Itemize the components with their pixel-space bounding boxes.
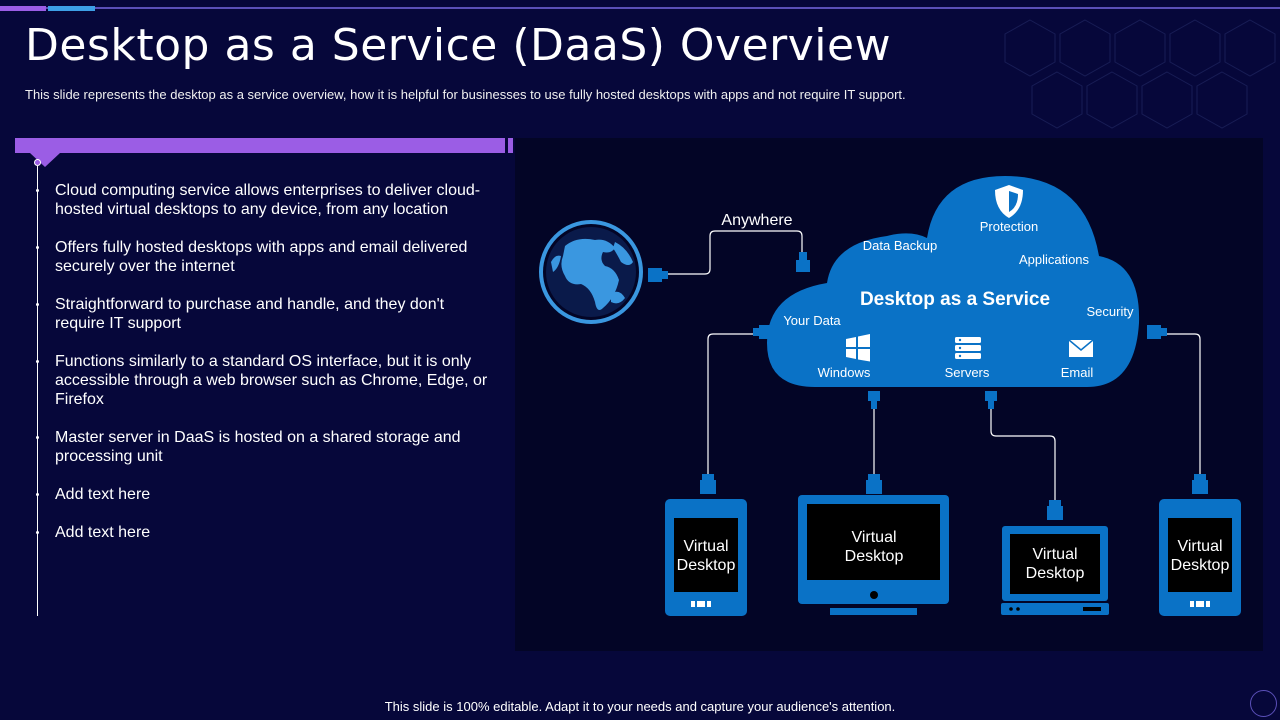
shield-icon xyxy=(995,185,1023,218)
device-label-line1: Virtual xyxy=(851,529,896,546)
daas-diagram-svg: Anywhere Protection Data Backup Applicat… xyxy=(539,176,1241,616)
email-icon xyxy=(1068,339,1094,357)
phone-icon xyxy=(1159,499,1241,616)
laptop-icon xyxy=(1001,526,1109,615)
list-item: Master server in DaaS is hosted on a sha… xyxy=(36,428,495,466)
device-label-line1: Virtual xyxy=(683,538,728,555)
device-label-line2: Desktop xyxy=(677,557,736,574)
daas-diagram: Anywhere Protection Data Backup Applicat… xyxy=(515,138,1263,651)
tablet-icon xyxy=(665,499,747,616)
list-item: Straightforward to purchase and handle, … xyxy=(36,295,495,333)
top-rule xyxy=(0,7,1280,9)
usb-plug-icon xyxy=(648,252,1208,520)
cloud-label-email: Email xyxy=(1061,365,1094,380)
anywhere-label: Anywhere xyxy=(721,212,792,229)
page-subtitle: This slide represents the desktop as a s… xyxy=(25,87,906,102)
list-item: Offers fully hosted desktops with apps a… xyxy=(36,238,495,276)
device-label-line1: Virtual xyxy=(1177,538,1222,555)
globe-icon xyxy=(539,220,643,324)
cloud-shape xyxy=(767,176,1140,387)
top-accent-blue xyxy=(48,6,95,11)
page-title: Desktop as a Service (DaaS) Overview xyxy=(25,20,892,71)
header-bar-tick xyxy=(508,138,513,153)
bullet-panel: Cloud computing service allows enterpris… xyxy=(15,138,521,618)
list-item: Cloud computing service allows enterpris… xyxy=(36,181,495,219)
cloud-label-your-data: Your Data xyxy=(783,313,841,328)
cloud-label-data-backup: Data Backup xyxy=(863,238,937,253)
device-label-line1: Virtual xyxy=(1032,546,1077,563)
cloud-label-windows: Windows xyxy=(818,365,871,380)
cloud-title: Desktop as a Service xyxy=(860,289,1050,310)
connector-lines xyxy=(665,230,1201,504)
list-item: Add text here xyxy=(36,523,495,542)
cloud-label-security: Security xyxy=(1087,304,1134,319)
cloud-label-protection: Protection xyxy=(980,219,1039,234)
cloud-label-applications: Applications xyxy=(1019,252,1090,267)
hexagon-pattern-decoration xyxy=(1004,19,1276,129)
bullet-list: Cloud computing service allows enterpris… xyxy=(36,181,495,561)
footer-note: This slide is 100% editable. Adapt it to… xyxy=(384,699,896,714)
servers-icon xyxy=(955,337,981,359)
list-item: Functions similarly to a standard OS int… xyxy=(36,352,495,409)
timeline-dot xyxy=(34,159,41,166)
cloud-label-servers: Servers xyxy=(945,365,990,380)
device-label-line2: Desktop xyxy=(1026,565,1085,582)
monitor-icon xyxy=(798,495,949,615)
device-label-line2: Desktop xyxy=(845,548,904,565)
windows-icon xyxy=(846,334,870,362)
top-accent-purple xyxy=(0,6,46,11)
device-label-line2: Desktop xyxy=(1171,557,1230,574)
bullet-panel-header-bar xyxy=(15,138,505,153)
list-item: Add text here xyxy=(36,485,495,504)
corner-circle-decoration xyxy=(1250,690,1277,717)
timeline-line xyxy=(37,166,38,616)
